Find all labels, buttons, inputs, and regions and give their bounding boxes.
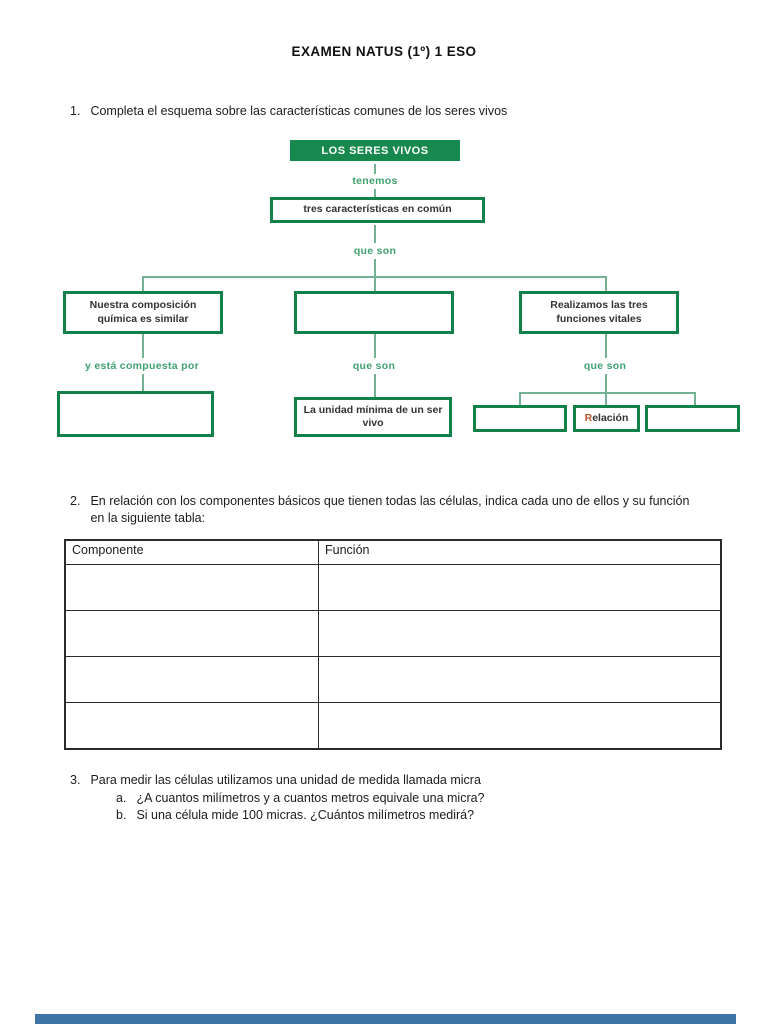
question-1-number: 1. <box>70 104 81 118</box>
question-1: 1. Completa el esquema sobre las caracte… <box>70 103 710 120</box>
question-2-number: 2. <box>70 494 81 508</box>
branch-line-right <box>519 392 696 394</box>
table-cell-componente <box>64 564 319 611</box>
diagram-root-box: LOS SERES VIVOS <box>290 140 460 161</box>
table-row <box>64 564 722 611</box>
connector-line <box>374 189 376 197</box>
table-cell-componente <box>64 702 319 750</box>
question-1-text: Completa el esquema sobre las caracterís… <box>90 104 508 118</box>
connector-line <box>605 392 607 405</box>
question-3b-text: Si una célula mide 100 micras. ¿Cuántos … <box>136 808 475 822</box>
diagram-left-box: Nuestra composición química es similar <box>63 291 223 334</box>
diagram-right-child-1-empty <box>473 405 567 432</box>
question-3-number: 3. <box>70 773 81 787</box>
connector-line <box>374 276 376 291</box>
connector-line <box>694 392 696 405</box>
diagram-label-que-son-right: que son <box>583 360 627 372</box>
table-cell-funcion <box>318 564 722 611</box>
table-cell-componente <box>64 610 319 657</box>
table-header-funcion: Función <box>318 539 722 565</box>
table-row <box>64 656 722 703</box>
question-3b: b. Si una célula mide 100 micras. ¿Cuánt… <box>116 807 716 823</box>
diagram-right-child-3-empty <box>645 405 740 432</box>
connector-line <box>142 276 144 291</box>
question-3: 3. Para medir las células utilizamos una… <box>70 772 710 789</box>
connector-line <box>605 334 607 358</box>
connector-line <box>374 374 376 397</box>
question-2-text: En relación con los componentes básicos … <box>90 494 690 525</box>
table-cell-funcion <box>318 610 722 657</box>
question-2: 2. En relación con los componentes básic… <box>70 493 710 527</box>
table-cell-funcion <box>318 656 722 703</box>
page-title: EXAMEN NATUS (1º) 1 ESO <box>291 44 477 59</box>
question-3a-text: ¿A cuantos milímetros y a cuantos metros… <box>136 791 485 805</box>
diagram-right-child-2-relacion: Relación <box>573 405 640 432</box>
question-3b-number: b. <box>116 808 127 822</box>
table-cell-funcion <box>318 702 722 750</box>
connector-line <box>142 334 144 358</box>
component-function-table: Componente Función <box>64 539 722 750</box>
connector-line <box>605 276 607 291</box>
question-3a: a. ¿A cuantos milímetros y a cuantos met… <box>116 790 716 806</box>
diagram-left-child-box-empty <box>57 391 214 437</box>
table-header-componente: Componente <box>64 539 319 565</box>
diagram-label-que-son-middle: que son <box>352 360 396 372</box>
connector-line <box>605 374 607 393</box>
diagram-middle-box-empty <box>294 291 454 334</box>
connector-line <box>374 225 376 243</box>
diagram-right-box: Realizamos las tres funciones vitales <box>519 291 679 334</box>
connector-line <box>519 392 521 405</box>
bottom-blue-bar <box>35 1014 736 1024</box>
connector-line <box>374 334 376 358</box>
diagram-label-que-son: que son <box>353 245 397 257</box>
diagram-level2-box: tres características en común <box>270 197 485 223</box>
question-3-text: Para medir las células utilizamos una un… <box>90 773 481 787</box>
diagram-middle-child-box: La unidad mínima de un ser vivo <box>294 397 452 437</box>
diagram-label-tenemos: tenemos <box>352 175 398 187</box>
connector-line <box>142 374 144 391</box>
table-header-row: Componente Función <box>64 539 722 565</box>
connector-line <box>374 259 376 277</box>
relacion-label: Relación <box>584 411 629 424</box>
diagram-label-compuesta-por: y está compuesta por <box>85 360 199 372</box>
table-cell-componente <box>64 656 319 703</box>
table-row <box>64 702 722 750</box>
connector-line <box>374 164 376 174</box>
question-3a-number: a. <box>116 791 127 805</box>
table-row <box>64 610 722 657</box>
